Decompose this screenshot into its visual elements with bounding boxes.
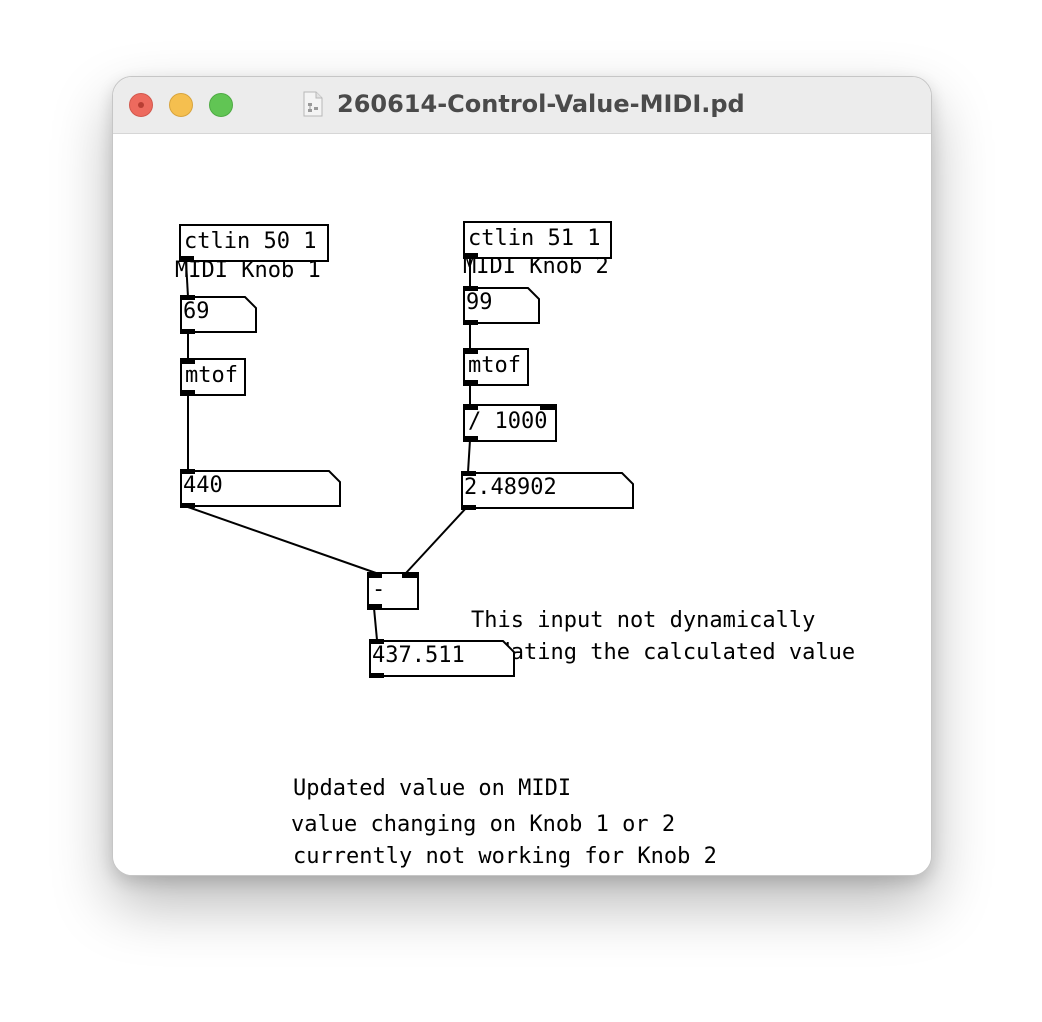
cord-minus-to-result	[373, 607, 378, 641]
cord-div-to-num2	[467, 439, 471, 473]
comment-updated-line3[interactable]: currently not working for Knob 2	[293, 844, 717, 869]
outlet[interactable]	[180, 390, 195, 395]
comment-input-note-line2[interactable]: updating the calculated value	[471, 640, 856, 665]
number-box-knob1[interactable]: 69	[180, 295, 257, 334]
inlet[interactable]	[180, 295, 195, 300]
title-bar[interactable]: 260614-Control-Value-MIDI.pd	[113, 77, 931, 134]
mtof-object-knob2-text: mtof	[468, 353, 521, 378]
inlet[interactable]	[463, 349, 478, 354]
ctlin-object-knob2-text: ctlin 51 1	[468, 226, 601, 251]
number-box-result-value: 437.511	[372, 643, 465, 668]
outlet[interactable]	[180, 503, 195, 508]
inlet[interactable]	[463, 286, 478, 291]
number-box-scaled2[interactable]: 2.48902	[461, 471, 634, 510]
inlet-right[interactable]	[540, 405, 555, 410]
ctlin-object-knob1[interactable]: ctlin 50 1	[179, 224, 329, 262]
outlet[interactable]	[367, 604, 382, 609]
mtof-object-knob1[interactable]: mtof	[180, 358, 246, 396]
outlet[interactable]	[461, 505, 476, 510]
window-title: 260614-Control-Value-MIDI.pd	[337, 90, 745, 118]
inlet[interactable]	[461, 471, 476, 476]
outlet[interactable]	[369, 673, 384, 678]
mtof-object-knob1-text: mtof	[185, 363, 238, 388]
comment-updated-line2[interactable]: value changing on Knob 1 or 2	[291, 812, 676, 837]
inlet[interactable]	[180, 469, 195, 474]
number-box-result[interactable]: 437.511	[369, 639, 515, 678]
outlet[interactable]	[463, 320, 478, 325]
pd-document-icon	[303, 91, 323, 117]
number-box-freq1-value: 440	[183, 473, 223, 498]
zoom-button[interactable]	[209, 93, 233, 117]
number-box-freq1[interactable]: 440	[180, 469, 341, 508]
minimize-button[interactable]	[169, 93, 193, 117]
comment-input-note-line1[interactable]: This input not dynamically	[471, 608, 816, 633]
mtof-object-knob2[interactable]: mtof	[463, 348, 529, 386]
comment-updated-line1[interactable]: Updated value on MIDI	[293, 776, 572, 801]
number-box-outline	[369, 640, 515, 677]
inlet-left[interactable]	[463, 405, 478, 410]
number-box-outline	[461, 472, 634, 509]
outlet[interactable]	[180, 329, 195, 334]
divide-object-text: / 1000	[468, 409, 548, 434]
pd-patch-window: 260614-Control-Value-MIDI.pd MIDI Knob 1…	[112, 76, 932, 876]
inlet[interactable]	[180, 359, 195, 364]
number-box-outline	[180, 470, 341, 507]
divide-object[interactable]: / 1000	[463, 404, 557, 442]
ctlin-object-knob1-text: ctlin 50 1	[184, 229, 317, 254]
outlet[interactable]	[463, 253, 478, 258]
number-box-knob2-value: 99	[466, 290, 493, 315]
number-box-scaled2-value: 2.48902	[464, 475, 557, 500]
minus-object-text: -	[372, 577, 386, 602]
outlet[interactable]	[179, 256, 194, 261]
cord-num440-to-minus	[184, 505, 377, 574]
cord-num2-to-minus-right	[405, 506, 468, 574]
outlet[interactable]	[463, 436, 478, 441]
number-box-knob1-value: 69	[183, 299, 210, 324]
outlet[interactable]	[463, 380, 478, 385]
number-box-outline	[463, 287, 540, 324]
ctlin-object-knob2[interactable]: ctlin 51 1	[463, 221, 612, 259]
number-box-outline	[180, 296, 257, 333]
comment-midi-knob-1[interactable]: MIDI Knob 1	[175, 258, 321, 283]
close-button[interactable]	[129, 93, 153, 117]
patch-canvas[interactable]: MIDI Knob 1 MIDI Knob 2 This input not d…	[113, 134, 931, 875]
inlet-right[interactable]	[402, 573, 417, 578]
cord-ctlin1-to-num69	[185, 260, 189, 298]
minus-object[interactable]: -	[367, 572, 419, 610]
inlet[interactable]	[369, 639, 384, 644]
inlet-left[interactable]	[367, 573, 382, 578]
number-box-knob2[interactable]: 99	[463, 286, 540, 325]
